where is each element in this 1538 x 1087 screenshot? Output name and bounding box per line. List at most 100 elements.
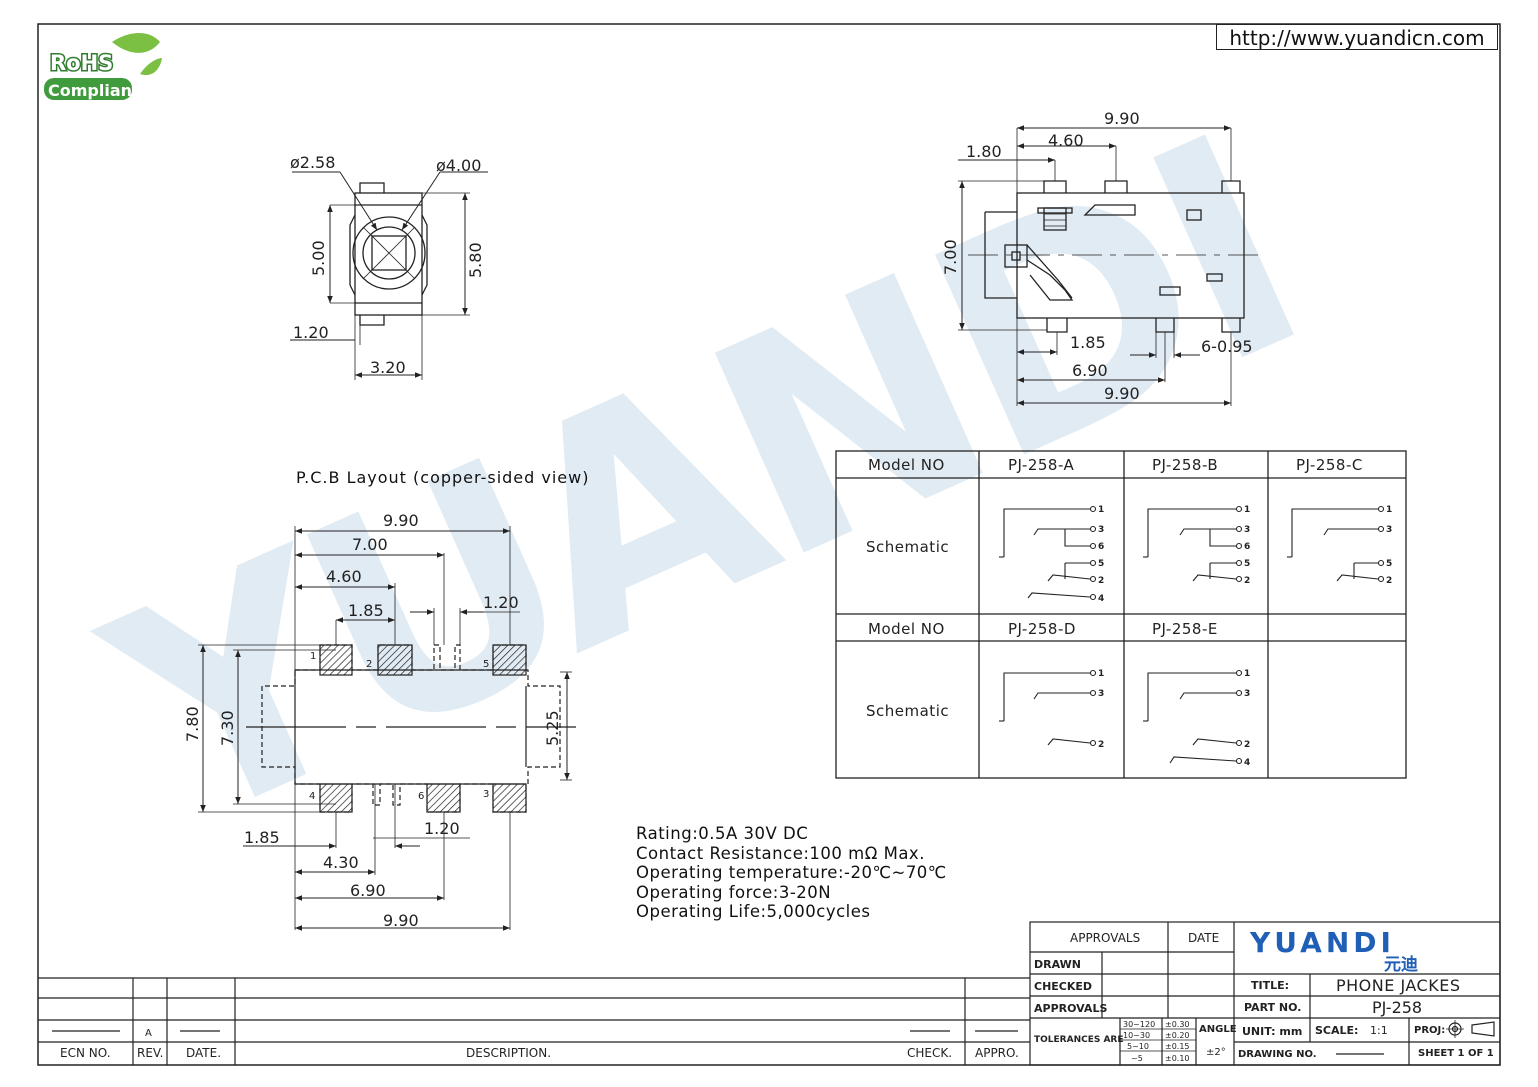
dim-w-total: 3.20 — [370, 358, 406, 377]
pcb-dim-b430: 4.30 — [323, 853, 359, 872]
pin-e-1: 1 — [1244, 669, 1250, 679]
dim-top-total: 9.90 — [1104, 109, 1140, 128]
tb-drawing-label: DRAWING NO. — [1238, 1049, 1317, 1060]
tb-drawn: DRAWN — [1034, 958, 1081, 971]
tb-tol-value-2: ±0.20 — [1165, 1031, 1190, 1040]
rev-header-appro: APPRO. — [975, 1046, 1019, 1060]
schematics — [999, 505, 1385, 765]
pcb-pin-5: 5 — [483, 659, 489, 670]
drawing-frame — [37, 23, 1501, 1066]
pin-e-4: 4 — [1244, 758, 1250, 768]
yuandi-logo: YUANDI — [1249, 926, 1395, 959]
table-model-d: PJ-258-D — [1008, 620, 1076, 638]
pcb-layout-title: P.C.B Layout (copper-sided view) — [296, 468, 590, 487]
pcb-dim-120: 1.20 — [483, 593, 519, 612]
rev-header-date: DATE. — [186, 1046, 221, 1060]
pin-e-2: 2 — [1244, 740, 1250, 750]
pcb-pin-6: 6 — [418, 791, 424, 802]
table-model-b: PJ-258-B — [1152, 456, 1218, 474]
pin-b-1: 1 — [1244, 505, 1250, 515]
pcb-dim-b120: 1.20 — [424, 819, 460, 838]
tb-sheet: SHEET 1 OF 1 — [1418, 1048, 1494, 1059]
watermark-text: YUANDI — [64, 73, 1339, 896]
tb-checked: CHECKED — [1034, 980, 1092, 993]
pcb-dim-460: 4.60 — [326, 567, 362, 586]
pin-a-5: 5 — [1098, 559, 1104, 569]
revision-block — [38, 977, 1030, 1065]
title-block-logo: YUANDI 元迪 — [1249, 926, 1418, 975]
dim-w-small: 1.20 — [293, 323, 329, 342]
tb-tolerances: TOLERANCES ARE — [1034, 1035, 1124, 1045]
front-view — [290, 171, 488, 380]
spec-rating: Rating:0.5A 30V DC — [636, 824, 809, 843]
yuandi-logo-cn: 元迪 — [1384, 954, 1418, 975]
pin-b-2: 2 — [1244, 576, 1250, 586]
dim-h-left: 5.00 — [309, 240, 328, 276]
dim-bottom-total: 9.90 — [1104, 384, 1140, 403]
pin-c-2: 2 — [1386, 576, 1392, 586]
tb-approvals: APPROVALS — [1034, 1002, 1107, 1015]
rohs-compliant-text: Compliant — [48, 81, 140, 100]
tb-part-label: PART NO. — [1244, 1001, 1301, 1014]
specs-block: Rating:0.5A 30V DC Contact Resistance:10… — [636, 824, 947, 922]
website-url: http://www.yuandicn.com — [1216, 24, 1498, 50]
pin-e-3: 3 — [1244, 689, 1250, 699]
title-block-text: APPROVALS DATE DRAWN CHECKED APPROVALS T… — [1034, 931, 1494, 1063]
pcb-dim-730: 7.30 — [218, 710, 237, 746]
tb-tol-range-2: 10~30 — [1123, 1031, 1150, 1040]
pin-d-2: 2 — [1098, 740, 1104, 750]
tb-angle-label: ANGLE — [1199, 1024, 1237, 1035]
dim-height: 7.00 — [941, 239, 960, 275]
pin-a-3: 3 — [1098, 525, 1104, 535]
pcb-pin-2: 2 — [366, 659, 372, 670]
tb-tol-range-3: 5~10 — [1127, 1042, 1149, 1051]
dim-pin-width: 6-0.95 — [1201, 337, 1253, 356]
spec-operating-temperature: Operating temperature:-20℃~70℃ — [636, 863, 947, 883]
pin-d-3: 3 — [1098, 689, 1104, 699]
table-model-header-1: Model NO — [868, 456, 945, 474]
pin-a-4: 4 — [1098, 594, 1104, 604]
table-model-header-2: Model NO — [868, 620, 945, 638]
tb-title-label: TITLE: — [1251, 979, 1289, 992]
pcb-dim-990: 9.90 — [383, 511, 419, 530]
side-view — [958, 125, 1258, 406]
pcb-dim-b690: 6.90 — [350, 881, 386, 900]
pin-c-3: 3 — [1386, 525, 1392, 535]
rev-header-ecn: ECN NO. — [60, 1046, 111, 1060]
rohs-text: RoHS — [50, 51, 113, 75]
tb-tol-range-4: ~5 — [1131, 1054, 1143, 1063]
dim-span: 6.90 — [1072, 361, 1108, 380]
tb-title-value: PHONE JACKES — [1336, 976, 1460, 995]
spec-operating-life: Operating Life:5,000cycles — [636, 902, 871, 922]
dim-d-inner: ø2.58 — [290, 153, 335, 172]
watermark: YUANDI — [64, 73, 1339, 896]
dim-top-mid: 4.60 — [1048, 131, 1084, 150]
tb-approvals-header: APPROVALS — [1070, 931, 1140, 945]
tb-part-value: PJ-258 — [1372, 998, 1422, 1017]
pin-a-1: 1 — [1098, 505, 1104, 515]
pcb-dims: 9.90 7.00 4.60 1.85 1.20 7.80 7.30 5.25 … — [183, 511, 562, 930]
pcb-dim-700: 7.00 — [352, 535, 388, 554]
pcb-pin-3: 3 — [483, 789, 489, 800]
pcb-pin-1: 1 — [310, 651, 316, 662]
spec-contact-resistance: Contact Resistance:100 mΩ Max. — [636, 843, 925, 863]
table-schematic-label-1: Schematic — [866, 538, 949, 556]
rev-header-check: CHECK. — [907, 1046, 952, 1060]
pin-b-3: 3 — [1244, 525, 1250, 535]
title-block — [1029, 921, 1501, 1066]
front-view-dims: ø2.58 ø4.00 5.00 5.80 1.20 3.20 — [290, 153, 485, 377]
tb-scale-value: 1:1 — [1370, 1024, 1388, 1037]
rev-header-rev: REV. — [137, 1046, 163, 1060]
table-model-c: PJ-258-C — [1296, 456, 1363, 474]
revision-block-text: A ECN NO. REV. DATE. DESCRIPTION. CHECK.… — [60, 1028, 1019, 1060]
pcb-dim-780: 7.80 — [183, 706, 202, 742]
table-model-e: PJ-258-E — [1152, 620, 1218, 638]
table-schematic-label-2: Schematic — [866, 702, 949, 720]
pin-c-5: 5 — [1386, 559, 1392, 569]
pin-b-6: 6 — [1244, 542, 1250, 552]
pin-a-2: 2 — [1098, 576, 1104, 586]
dim-d-outer: ø4.00 — [436, 156, 481, 175]
pcb-layout — [198, 526, 576, 931]
model-table-text: Model NO PJ-258-A PJ-258-B PJ-258-C Sche… — [866, 456, 1363, 720]
